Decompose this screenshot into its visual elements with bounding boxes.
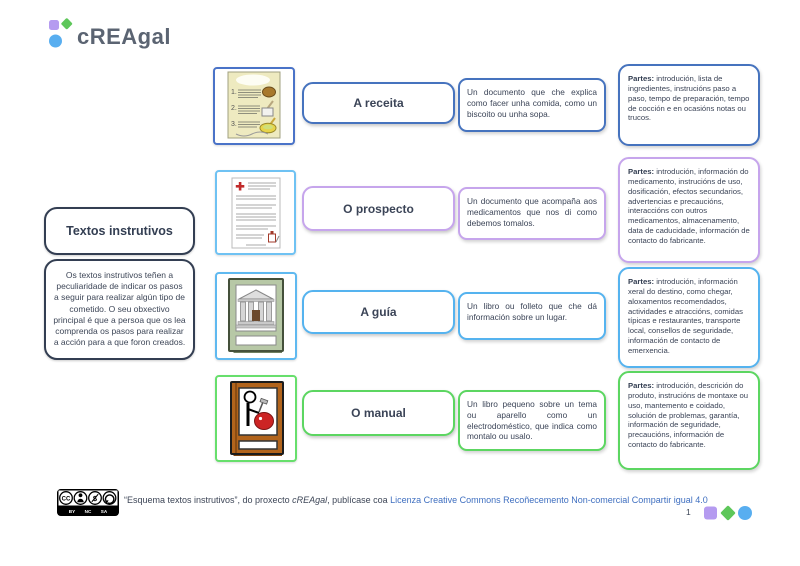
parts-text: introdución, descrición do produto, inst… (628, 381, 749, 450)
recipe-card-icon: 1. 2. 3. (213, 67, 295, 145)
footer-shapes-icon (703, 504, 753, 527)
svg-text:NC: NC (85, 509, 92, 514)
license-link[interactable]: Licenza Creative Commons Recoñecemento N… (390, 495, 708, 505)
row-title-prospecto: O prospecto (302, 186, 455, 231)
row-description-prospecto: Un documento que acompaña aos medicament… (458, 187, 606, 240)
row-title-manual: O manual (302, 390, 455, 436)
row-parts-guia: Partes: introdución, información xeral d… (618, 267, 760, 368)
logo-text: cREAgal (77, 23, 171, 49)
row-description-manual: Un libro pequeno sobre un tema ou aparel… (458, 390, 606, 452)
row-description-guia: Un libro ou folleto que che dá informaci… (458, 292, 606, 340)
attribution-prefix: “Esquema textos instrutivos”, do proxect… (124, 495, 293, 505)
manual-book-icon (215, 375, 297, 462)
medicine-leaflet-icon (215, 170, 296, 255)
row-parts-manual: Partes: introdución, descrición do produ… (618, 371, 760, 470)
project-name: cREAgal (292, 495, 328, 505)
parts-label: Partes: (628, 74, 655, 83)
parts-label: Partes: (628, 277, 655, 286)
row-description-receita: Un documento que che explica como facer … (458, 78, 606, 132)
attribution-middle: , publícase coa (327, 495, 391, 505)
parts-text: introdución, lista de ingredientes, inst… (628, 74, 750, 123)
svg-text:SA: SA (101, 509, 108, 514)
logo-shapes-icon (48, 16, 76, 57)
row-title-receita: A receita (302, 82, 455, 124)
parts-label: Partes: (628, 167, 655, 176)
svg-text:1.: 1. (231, 89, 237, 96)
svg-text:CC: CC (62, 496, 71, 502)
row-parts-prospecto: Partes: introdución, información do medi… (618, 157, 760, 263)
row-parts-receita: Partes: introdución, lista de ingredient… (618, 64, 760, 146)
row-title-guia: A guía (302, 290, 455, 334)
page-number: 1 (686, 507, 691, 517)
svg-text:2.: 2. (231, 105, 237, 112)
parts-text: introdución, información xeral do destin… (628, 277, 743, 356)
svg-text:3.: 3. (231, 121, 237, 128)
travel-guide-book-icon (215, 272, 297, 360)
creagal-logo: cREAgal (48, 16, 171, 57)
parts-label: Partes: (628, 381, 655, 390)
parts-text: introdución, información do medicamento,… (628, 167, 750, 246)
main-topic-description: Os textos instrutivos teñen a peculiarid… (44, 259, 195, 360)
main-topic-box: Textos instrutivos (44, 207, 195, 255)
svg-text:BY: BY (69, 509, 75, 514)
attribution-line: “Esquema textos instrutivos”, do proxect… (124, 495, 708, 505)
